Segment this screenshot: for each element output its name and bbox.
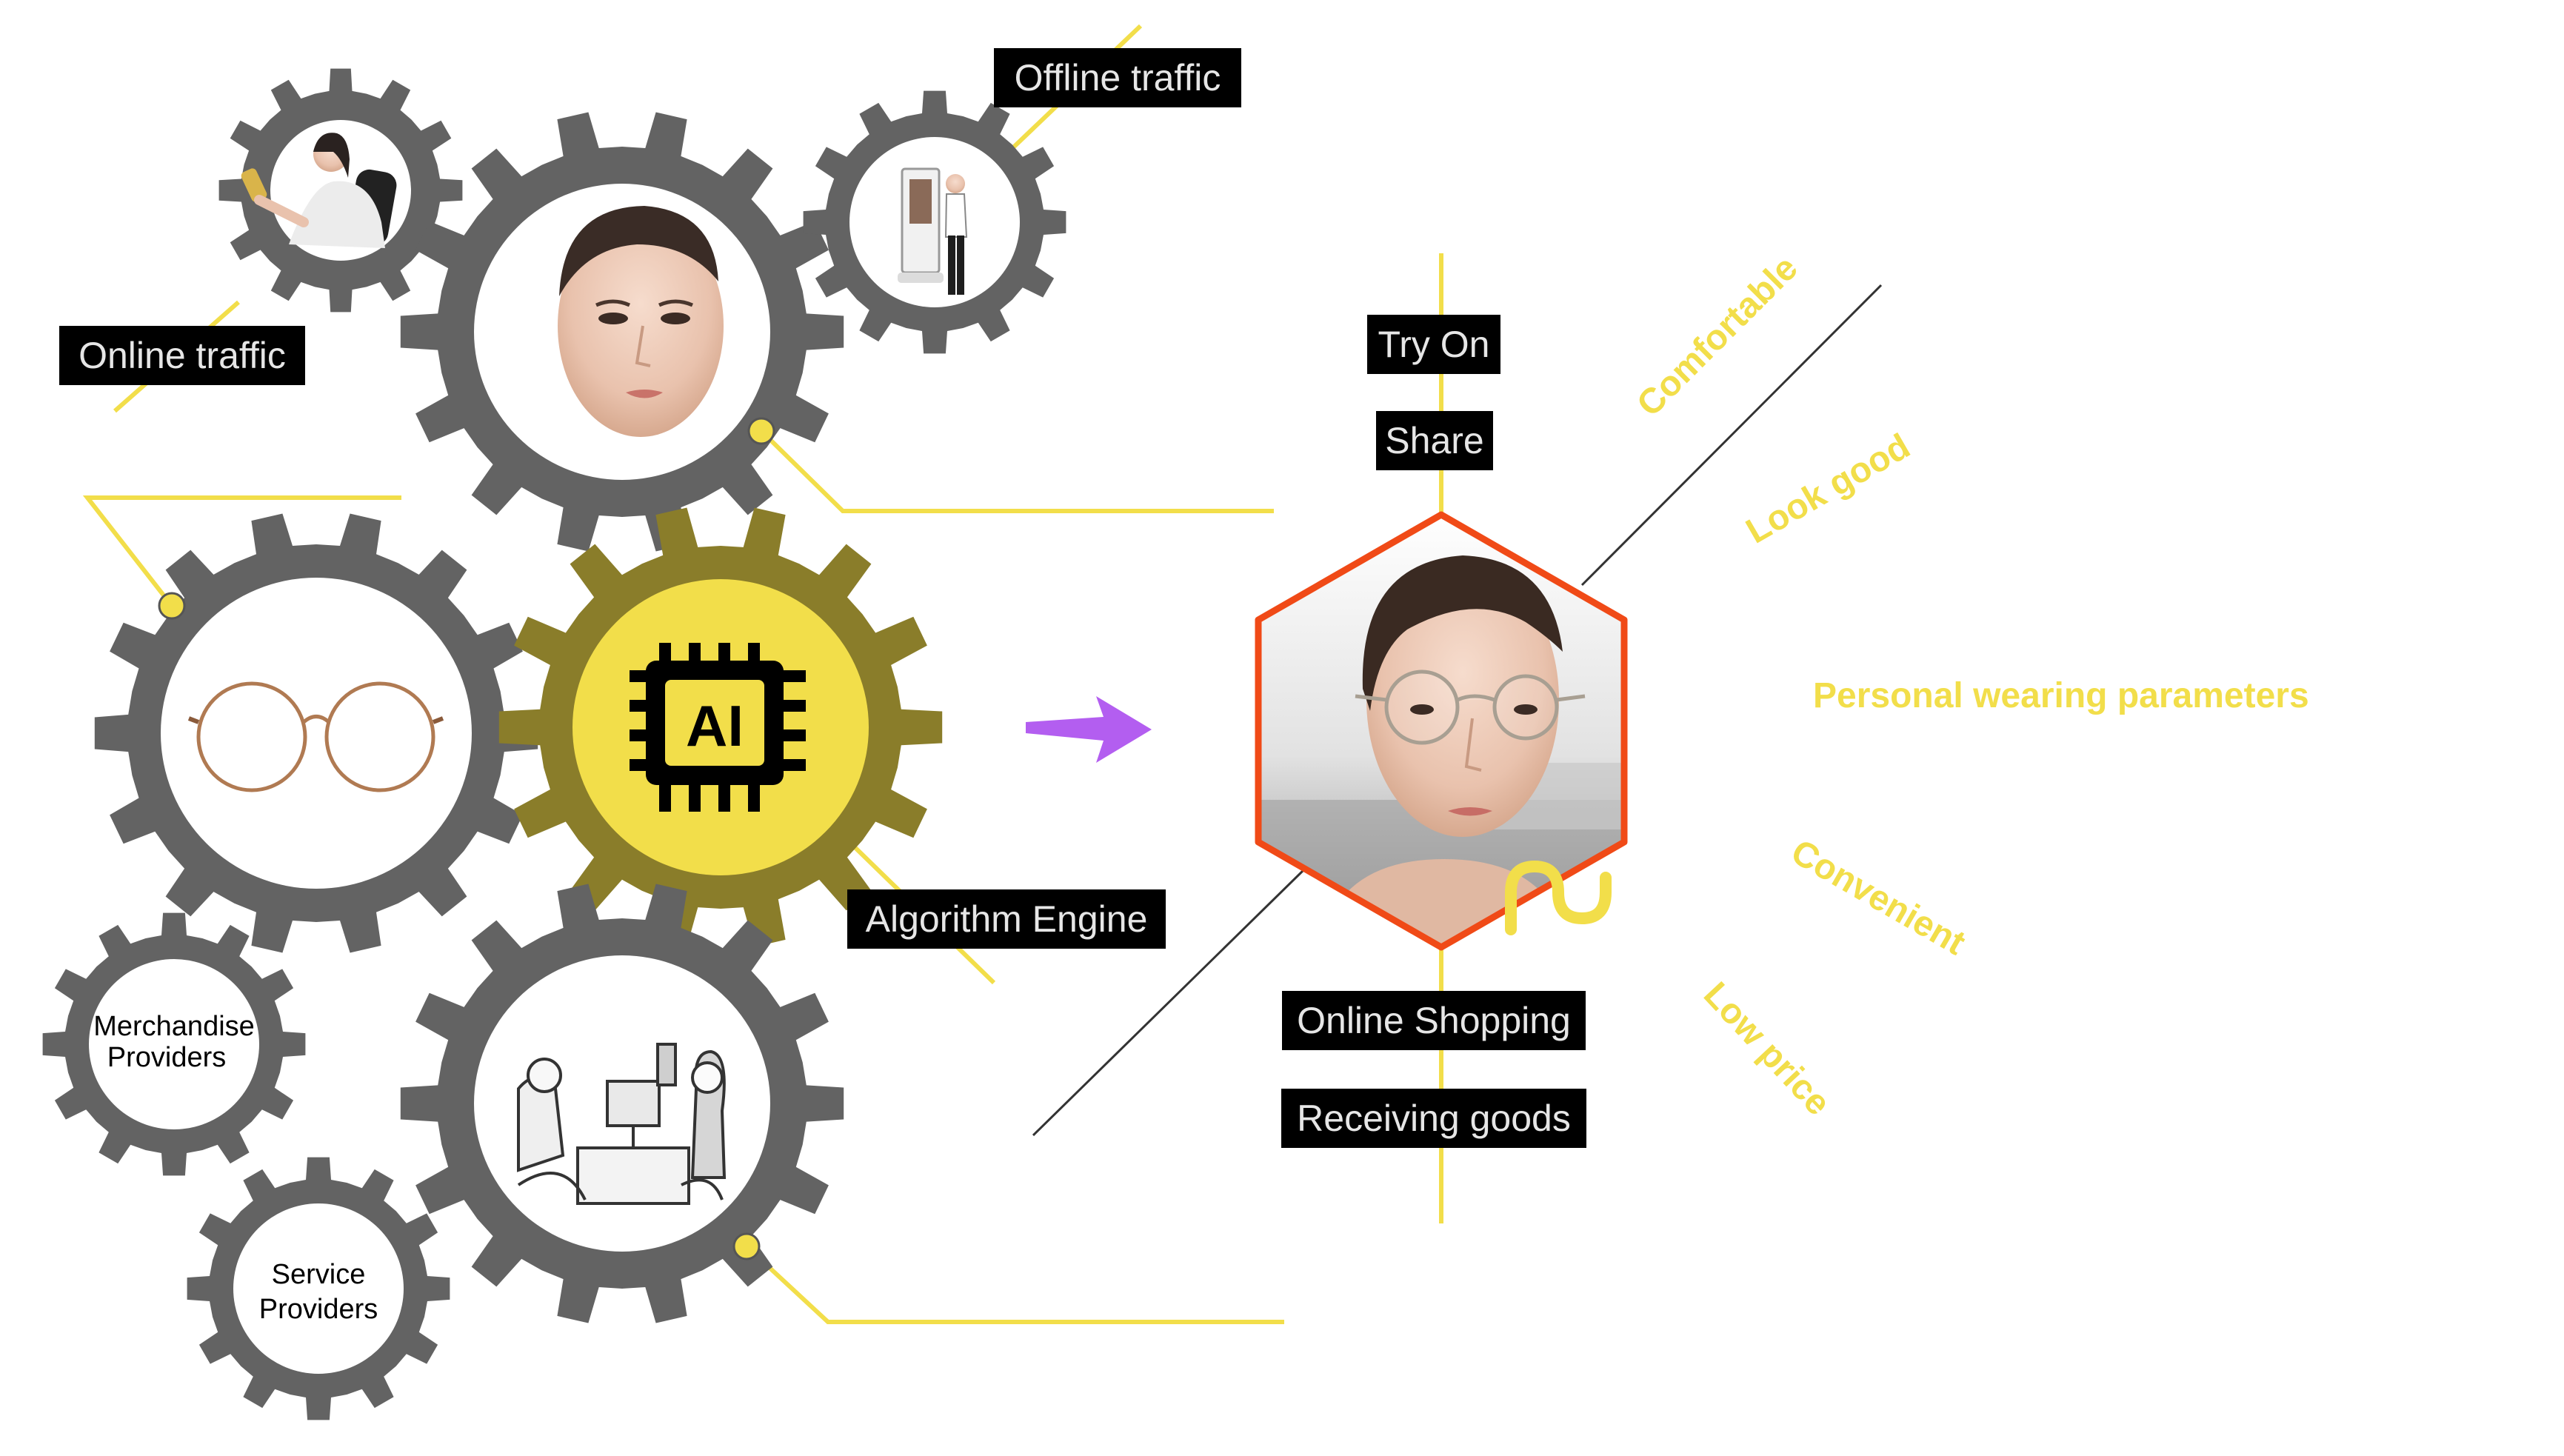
- merchandise-providers-line2: Providers: [107, 1042, 227, 1073]
- offline-traffic-label: Offline traffic: [994, 48, 1241, 107]
- offline-traffic-illustration: [849, 137, 1020, 307]
- benefit-look-good: Look good: [1740, 427, 1917, 552]
- diagonal-line-upper: [1580, 284, 1883, 587]
- diagonal-lines: [1032, 284, 1883, 1137]
- online-shopping-label: Online Shopping: [1282, 991, 1586, 1050]
- try-on-label: Try On: [1367, 315, 1500, 374]
- connector-optometry-gear: [744, 1244, 1284, 1324]
- benefit-low-price: Low price: [1696, 975, 1838, 1123]
- face-scan-illustration: [474, 184, 770, 480]
- online-shopping-text: Online Shopping: [1297, 1000, 1571, 1041]
- offline-traffic-text: Offline traffic: [1015, 57, 1221, 98]
- service-providers-line1: Service: [272, 1259, 366, 1290]
- optometry-illustration: [474, 955, 770, 1252]
- share-label: Share: [1376, 411, 1493, 470]
- online-traffic-illustration: [241, 120, 411, 261]
- connector-dots: [158, 417, 775, 1260]
- connector-dot-face: [747, 417, 775, 445]
- brand-logo-icon: [1505, 860, 1612, 935]
- service-providers-gear-content: [233, 1203, 404, 1374]
- connector-glasses-gear: [82, 495, 401, 607]
- ai-chip-icon: AI: [572, 579, 869, 875]
- benefit-convenient: Convenient: [1785, 832, 1972, 964]
- receiving-goods-label: Receiving goods: [1281, 1089, 1586, 1148]
- try-on-text: Try On: [1378, 324, 1490, 365]
- share-text: Share: [1385, 420, 1483, 461]
- connector-face-gear: [759, 429, 1274, 513]
- online-traffic-text: Online traffic: [79, 335, 286, 376]
- algorithm-engine-text: Algorithm Engine: [866, 898, 1148, 940]
- flow-arrow-icon: [1026, 696, 1152, 763]
- glasses-illustration: [161, 578, 472, 889]
- online-traffic-label: Online traffic: [59, 326, 305, 385]
- diagonal-line-lower: [1032, 869, 1305, 1137]
- merchandise-providers-line1: Merchandise: [93, 1011, 255, 1042]
- connector-dot-optometry: [732, 1232, 761, 1260]
- service-providers-line2: Providers: [259, 1294, 378, 1325]
- connector-dot-glasses: [158, 592, 186, 620]
- algorithm-engine-label: Algorithm Engine: [847, 889, 1166, 949]
- merchandise-providers-gear-content: [89, 959, 259, 1129]
- try-on-result-hexagon: [1255, 511, 1628, 951]
- benefit-personal-params: Personal wearing parameters: [1813, 676, 2309, 715]
- ai-chip-label: AI: [686, 693, 744, 758]
- receiving-goods-text: Receiving goods: [1297, 1098, 1571, 1139]
- benefit-comfortable: Comfortable: [1629, 248, 1805, 424]
